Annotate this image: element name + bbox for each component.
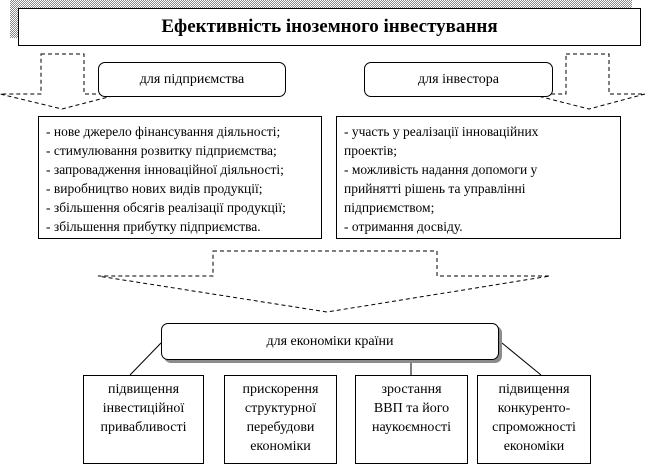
enterprise-benefits-list: - нове джерело фінансування діяльності; … [38, 116, 322, 239]
branch-economy: для економіки країни [161, 323, 499, 360]
list-item: - виробництво нових видів продукції; [46, 181, 263, 196]
effect-text: спроможності [492, 420, 576, 435]
list-item: - збільшення прибутку підприємства. [46, 219, 261, 234]
list-item: - збільшення обсягів реалізації продукці… [46, 200, 286, 215]
branch-investor-label: для інвестора [418, 71, 499, 87]
effect-text: прискорення [242, 382, 319, 397]
effect-text: структурної [244, 401, 317, 416]
arrow-to-investor [529, 53, 646, 110]
effect-text: конкуренто- [497, 401, 571, 416]
effect-text: економіки [250, 439, 311, 454]
effect-text: зростання [381, 382, 442, 397]
investor-benefits-list: - участь у реалізації інноваційних проек… [336, 116, 621, 239]
effect-box-competitiveness: підвищення конкуренто- спроможності екон… [477, 375, 591, 464]
branch-economy-label: для економіки країни [266, 333, 394, 349]
effect-text: економіки [503, 439, 565, 454]
title-text: Ефективність іноземного інвестування [161, 16, 498, 37]
list-item: - участь у реалізації інноваційних проек… [344, 124, 539, 158]
effect-box-gdp-growth: зростання ВВП та його наукоємності [355, 375, 468, 464]
list-item: - запровадження інноваційної діяльності; [46, 162, 284, 177]
connector-effect-1 [129, 342, 162, 376]
effect-text: наукоємності [371, 420, 452, 435]
arrow-to-economy [97, 250, 551, 313]
list-item: - нове джерело фінансування діяльності; [46, 124, 281, 139]
effect-text: підвищення [498, 382, 570, 397]
effect-box-structural-restructuring: прискорення структурної перебудови еконо… [224, 375, 337, 464]
branch-enterprise-label: для підприємства [139, 71, 245, 87]
branch-enterprise: для підприємства [98, 62, 286, 97]
effect-text: ВВП та його [373, 401, 450, 416]
effect-text: перебудови [246, 420, 315, 435]
effect-text: інвестиційної [102, 401, 185, 416]
page-title: Ефективність іноземного інвестування [18, 8, 641, 46]
arrow-to-enterprise [0, 53, 121, 110]
effect-text: підвищення [107, 382, 180, 397]
connector-effect-4 [501, 342, 542, 376]
effect-text: привабливості [100, 420, 187, 435]
effect-box-investment-attractiveness: підвищення інвестиційної привабливості [83, 375, 204, 464]
branch-investor: для інвестора [364, 62, 553, 97]
list-item: - отримання досвіду. [344, 219, 463, 234]
list-item: - можливість надання допомоги у прийнятт… [344, 162, 538, 215]
list-item: - стимулювання розвитку підприємства; [46, 143, 277, 158]
